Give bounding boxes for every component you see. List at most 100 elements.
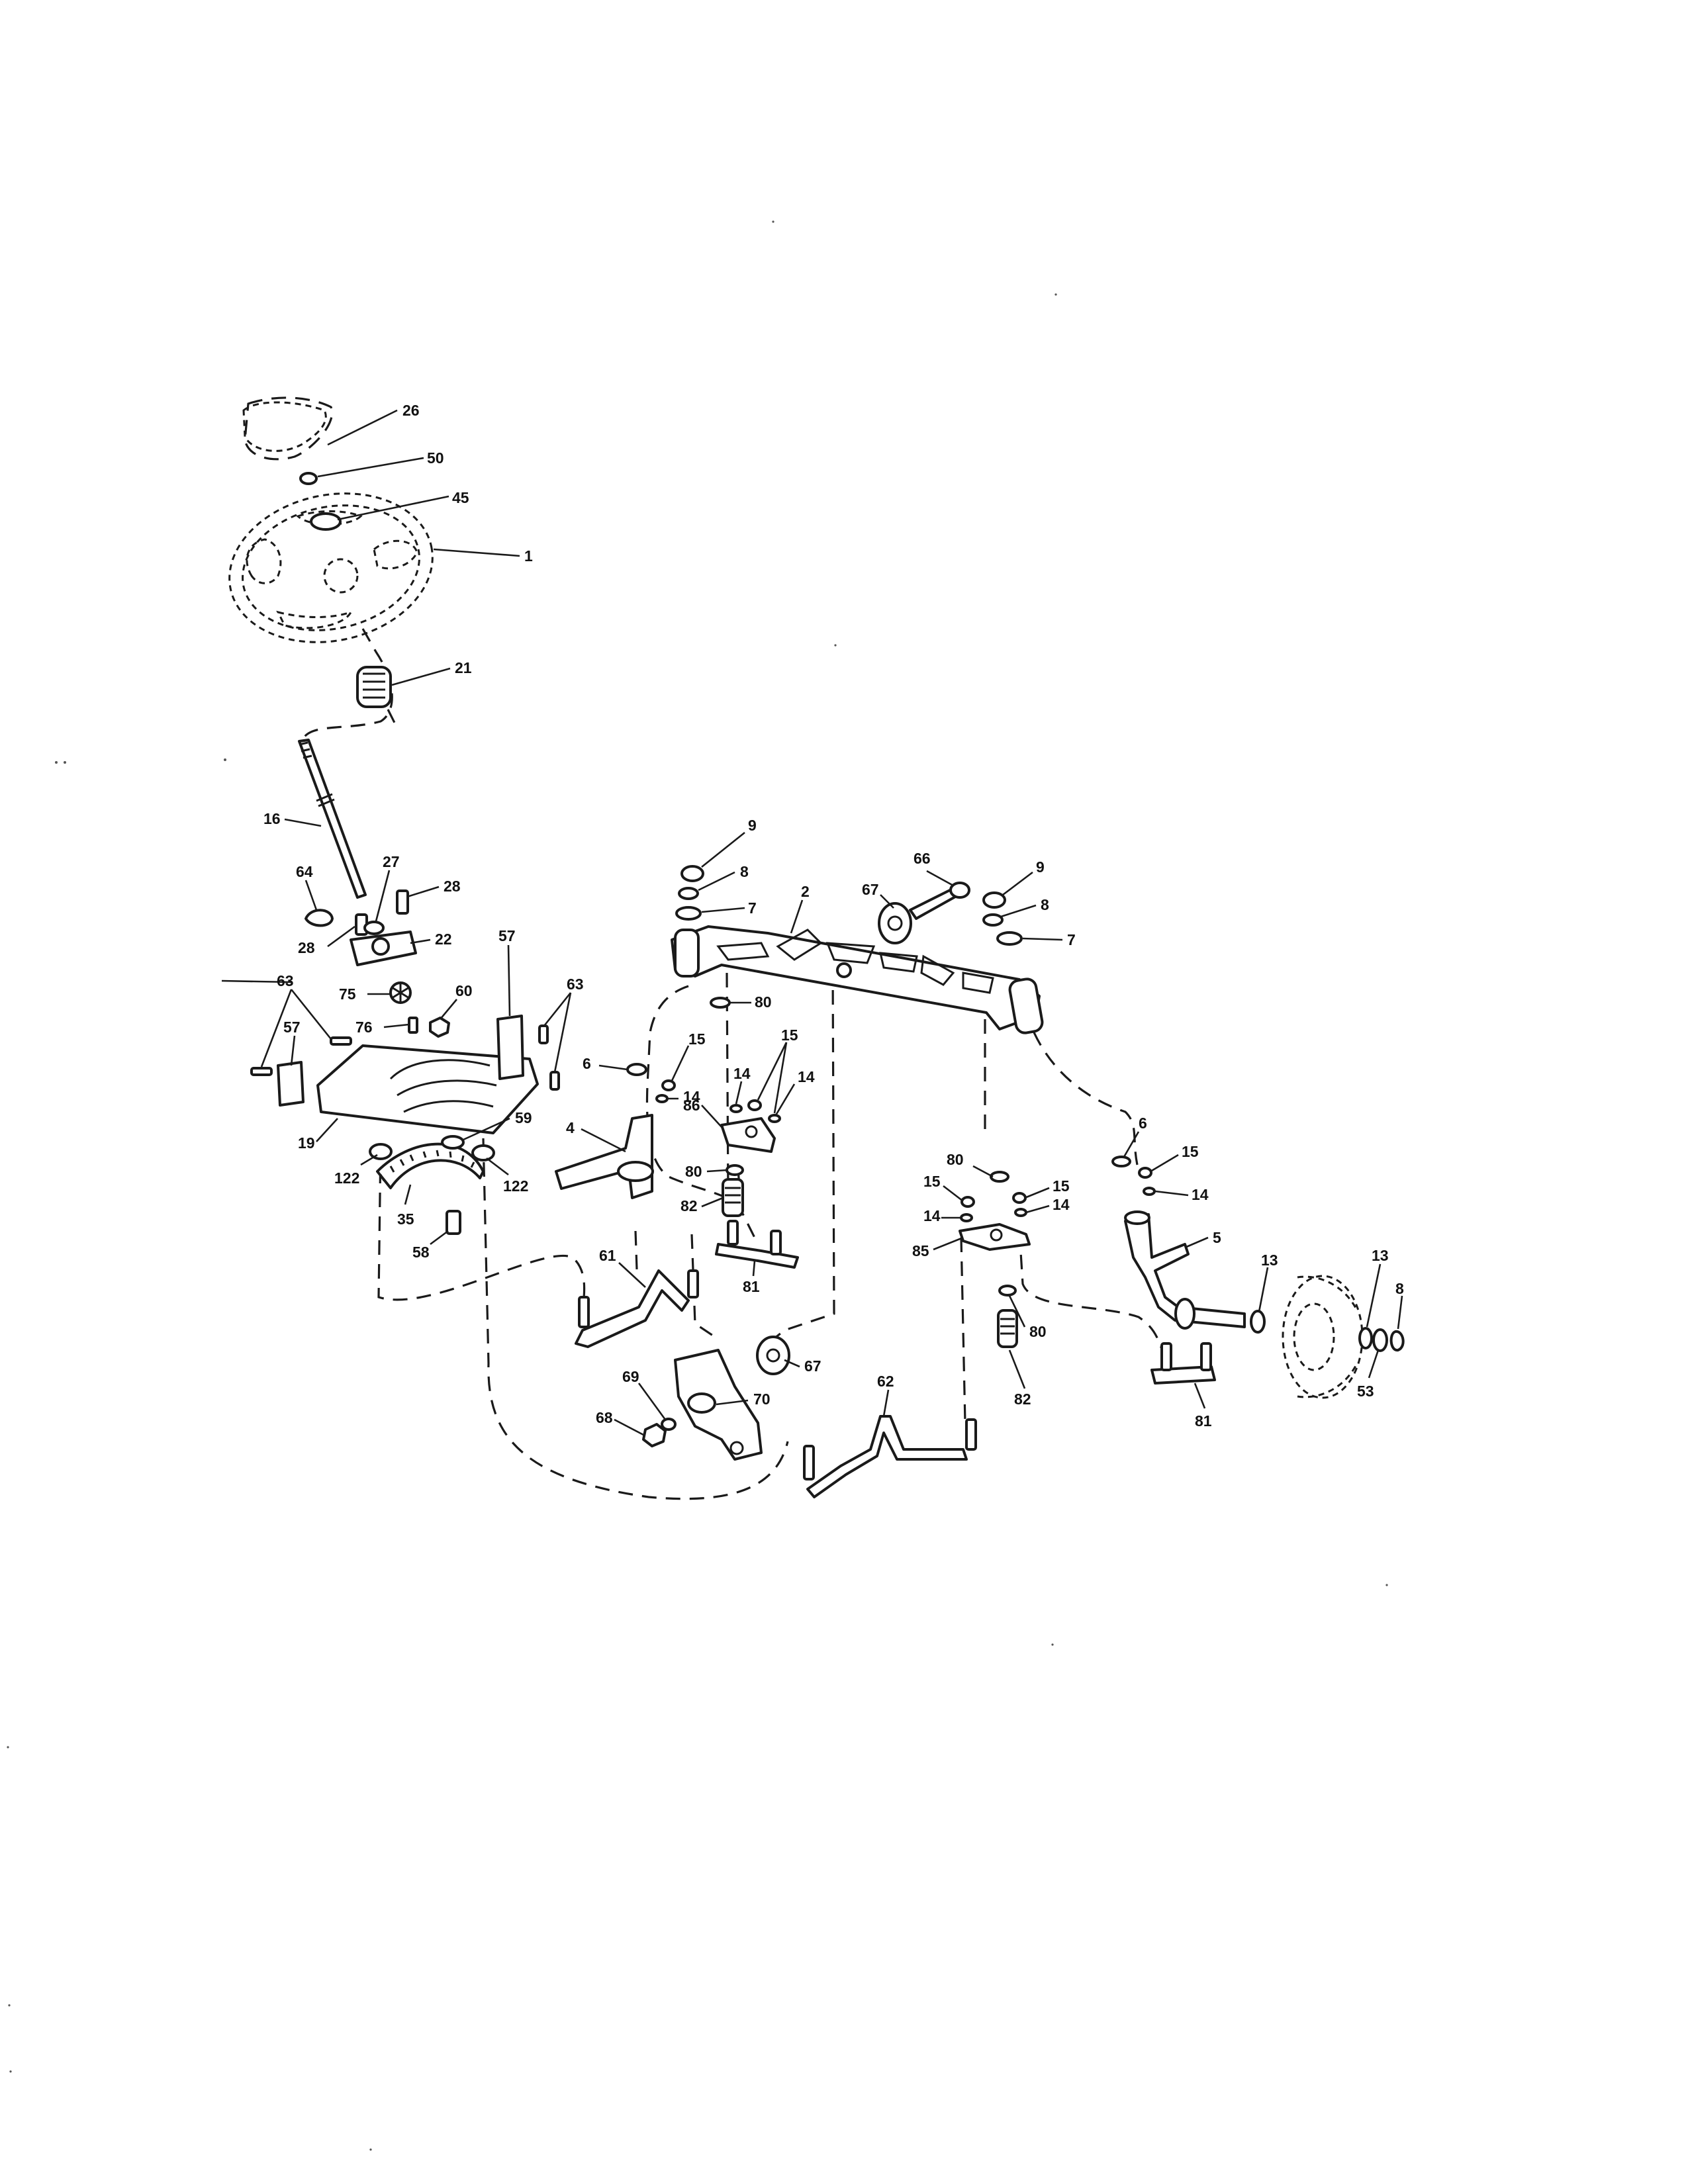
steering-wheel-group bbox=[228, 401, 434, 643]
callout-6a: 6 bbox=[583, 1055, 591, 1072]
leader-6b bbox=[1123, 1131, 1140, 1158]
drag-link-81-left-stud-b bbox=[770, 1230, 782, 1255]
steering-shaft bbox=[298, 739, 367, 899]
ring-8-right bbox=[982, 913, 1004, 927]
front-axle-cutout-1 bbox=[716, 942, 770, 961]
washer-69 bbox=[661, 1418, 677, 1431]
callout-61: 61 bbox=[599, 1247, 616, 1264]
leader-6a bbox=[598, 1064, 628, 1071]
callout-13a: 13 bbox=[1261, 1251, 1278, 1269]
drag-link-61-stud-right bbox=[687, 1269, 699, 1298]
leader-58 bbox=[430, 1230, 449, 1246]
callout-82a: 82 bbox=[680, 1197, 698, 1214]
wheel-cap-outline bbox=[242, 401, 327, 452]
axle-pivot-hole bbox=[836, 962, 852, 978]
callout-63a: 63 bbox=[277, 972, 294, 989]
leader-63a bbox=[260, 989, 293, 1068]
washer-14-right-c bbox=[1143, 1187, 1156, 1196]
callout-7a: 7 bbox=[748, 899, 757, 917]
callout-80b: 80 bbox=[685, 1163, 702, 1180]
hex-nut-60 bbox=[429, 1017, 450, 1038]
washer-14-right-a bbox=[960, 1213, 973, 1222]
flange-bearing-right bbox=[471, 1144, 495, 1161]
callout-64: 64 bbox=[296, 863, 313, 880]
leader-14c bbox=[774, 1083, 796, 1116]
wheel-nut bbox=[299, 472, 318, 485]
flange-bushing-center bbox=[371, 937, 390, 956]
leader-59 bbox=[463, 1117, 510, 1141]
leader-14b bbox=[735, 1081, 743, 1105]
steering-shaft-break bbox=[316, 793, 335, 807]
callout-28a: 28 bbox=[444, 878, 461, 895]
steering-wheel-spoke-right bbox=[373, 539, 418, 570]
leader-80b bbox=[706, 1169, 727, 1173]
nut-15-right-a bbox=[961, 1196, 975, 1208]
leader-9a bbox=[701, 831, 745, 868]
washer-80-left-b bbox=[726, 1164, 744, 1176]
plate-70-hole bbox=[729, 1441, 744, 1455]
leader-13a bbox=[1258, 1267, 1269, 1312]
drag-link-81-right-stud-b bbox=[1200, 1342, 1212, 1371]
drag-link-81-right-stud-a bbox=[1160, 1342, 1172, 1371]
axle-spacer-67-upper-hole bbox=[887, 915, 903, 931]
callout-68: 68 bbox=[596, 1409, 613, 1426]
speck-3 bbox=[224, 758, 226, 761]
leader-13b bbox=[1366, 1263, 1382, 1328]
callout-76: 76 bbox=[355, 1019, 373, 1036]
front-wheel-rim bbox=[1293, 1302, 1335, 1371]
leader-76 bbox=[383, 1023, 410, 1028]
leader-81b bbox=[1194, 1383, 1206, 1409]
leader-14e bbox=[1025, 1205, 1050, 1214]
callout-53: 53 bbox=[1357, 1383, 1374, 1400]
leader-15b-b bbox=[773, 1042, 788, 1114]
speck-9 bbox=[7, 1746, 9, 1749]
washer-80-right-b bbox=[998, 1285, 1017, 1297]
wheel-insert-cap bbox=[310, 512, 342, 531]
front-axle-cutout-2 bbox=[776, 929, 823, 961]
callout-67b: 67 bbox=[804, 1357, 821, 1375]
nut-15-right-b bbox=[1012, 1192, 1027, 1204]
callout-leaders bbox=[221, 409, 1403, 1436]
leader-63b bbox=[543, 992, 572, 1026]
sector-bolt-58 bbox=[445, 1210, 461, 1235]
route-axle-mid-link bbox=[726, 972, 729, 1199]
leader-80d bbox=[1008, 1295, 1026, 1328]
drag-link-81-left bbox=[715, 1243, 799, 1269]
spacer-67-lower bbox=[756, 1336, 790, 1375]
right-bracket-group bbox=[959, 1171, 1031, 1348]
leader-68 bbox=[614, 1418, 644, 1436]
washer-13-outer bbox=[1358, 1327, 1373, 1349]
leader-4 bbox=[581, 1128, 626, 1153]
callout-86: 86 bbox=[683, 1097, 700, 1114]
drag-link-61-stud-left bbox=[578, 1296, 590, 1328]
callout-85: 85 bbox=[912, 1242, 929, 1259]
steering-bracket-85 bbox=[959, 1223, 1031, 1251]
callout-14c: 14 bbox=[798, 1068, 815, 1085]
drag-link-61-group bbox=[575, 1269, 699, 1348]
route-axle-right-pivot bbox=[1033, 1032, 1139, 1165]
steering-plate-slot-outer bbox=[389, 1059, 491, 1080]
leader-53 bbox=[1368, 1349, 1380, 1379]
callout-81b: 81 bbox=[1195, 1412, 1212, 1430]
leader-9b bbox=[1002, 871, 1033, 896]
speck-2 bbox=[64, 761, 66, 764]
spacer-67-lower-hole bbox=[766, 1348, 780, 1363]
mounting-bracket-right bbox=[496, 1015, 524, 1080]
leader-22 bbox=[410, 938, 431, 944]
bracket-bolt-upper bbox=[330, 1036, 352, 1046]
callout-14d: 14 bbox=[923, 1207, 941, 1224]
leader-arrow-left bbox=[221, 979, 292, 983]
leader-8b bbox=[1000, 904, 1037, 918]
steering-sector-gear bbox=[376, 1142, 485, 1189]
callout-16: 16 bbox=[263, 810, 281, 827]
speck-11 bbox=[9, 2070, 12, 2073]
leader-82b bbox=[1008, 1349, 1026, 1389]
front-wheel-tread bbox=[1297, 1275, 1358, 1398]
callout-63b: 63 bbox=[567, 976, 584, 993]
callout-19: 19 bbox=[298, 1134, 315, 1152]
steering-shaft-splines bbox=[299, 741, 312, 759]
leader-57a bbox=[290, 1035, 296, 1066]
washer-14-left-b bbox=[729, 1104, 743, 1113]
bracket-bolt-right-lower bbox=[549, 1071, 560, 1091]
callout-122a: 122 bbox=[334, 1169, 359, 1187]
